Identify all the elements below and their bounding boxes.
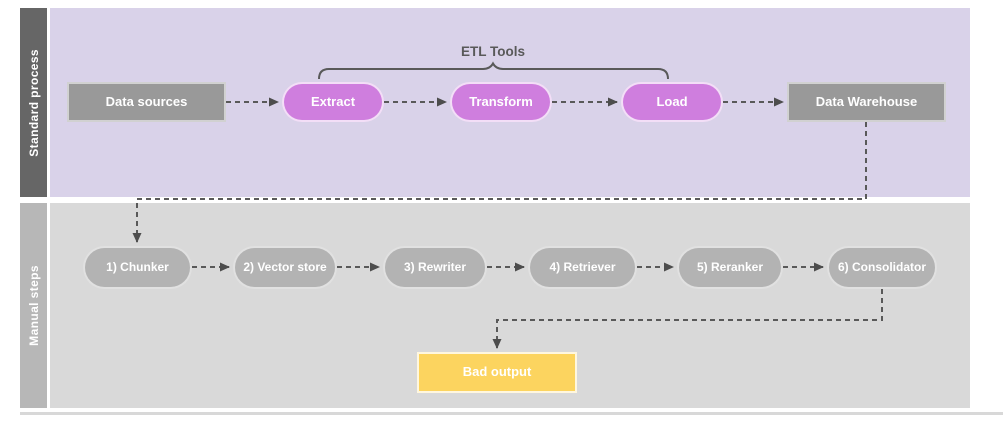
node-transform: Transform — [450, 82, 552, 122]
node-extract: Extract — [282, 82, 384, 122]
lane-label-manual-steps: Manual steps — [26, 265, 41, 346]
node-chunker: 1) Chunker — [83, 246, 192, 289]
lane-label-standard-process: Standard process — [26, 48, 41, 157]
node-data-warehouse: Data Warehouse — [787, 82, 946, 122]
node-consolidator: 6) Consolidator — [827, 246, 937, 289]
page-divider — [20, 412, 1003, 415]
etl-tools-annotation: ETL Tools — [461, 44, 525, 59]
node-vector-store: 2) Vector store — [233, 246, 337, 289]
node-load: Load — [621, 82, 723, 122]
lane-header-manual-steps: Manual steps — [20, 203, 47, 408]
node-bad-output: Bad output — [417, 352, 577, 393]
node-retriever: 4) Retriever — [528, 246, 637, 289]
node-data-sources: Data sources — [67, 82, 226, 122]
node-reranker: 5) Reranker — [677, 246, 783, 289]
node-rewriter: 3) Rewriter — [383, 246, 487, 289]
lane-header-standard-process: Standard process — [20, 8, 47, 197]
